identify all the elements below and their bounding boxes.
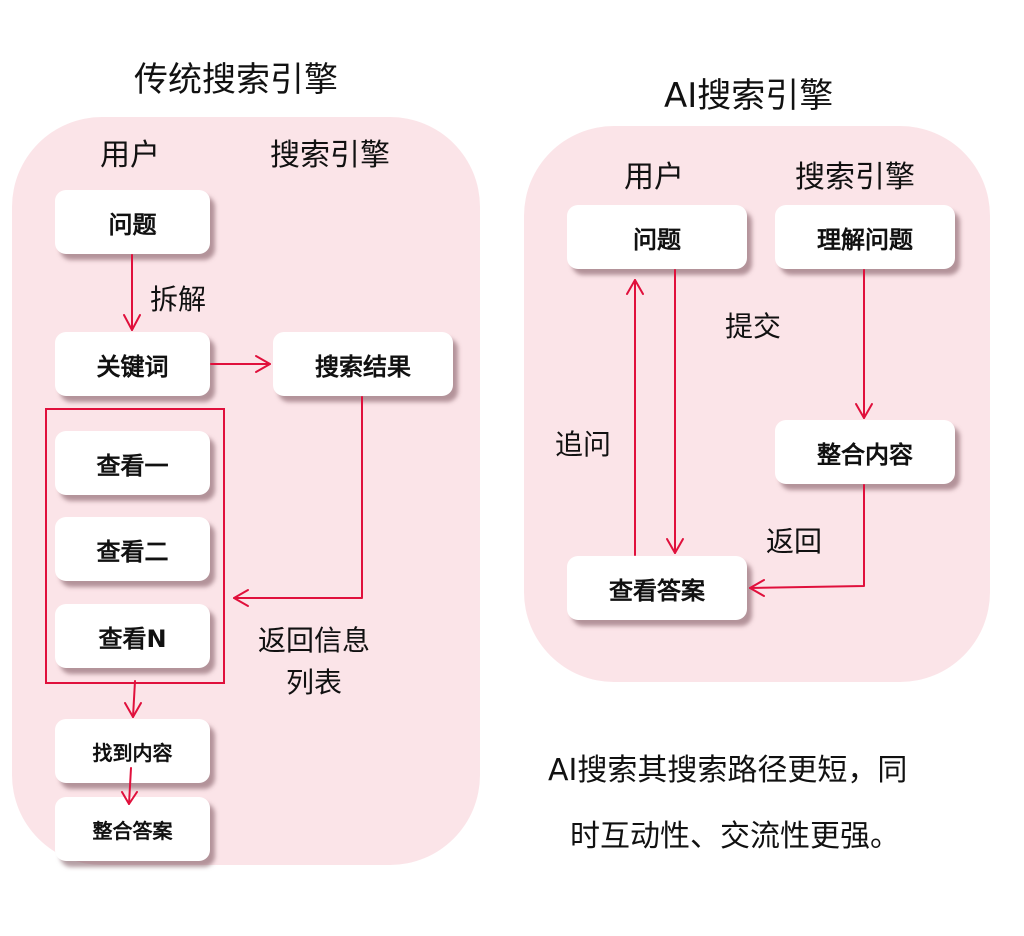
node-view-2: 查看二: [55, 517, 210, 581]
ai-node-question: 问题: [567, 205, 747, 269]
node-view-n: 查看N: [55, 604, 210, 668]
summary-line-1: AI搜索其搜索路径更短，同: [548, 753, 908, 788]
node-find-content: 找到内容: [55, 719, 210, 783]
node-keywords: 关键词: [55, 332, 210, 396]
summary-note: AI搜索其搜索路径更短，同 时互动性、交流性更强。: [548, 738, 907, 870]
traditional-title: 传统搜索引擎: [134, 60, 338, 100]
ai-edge-label-follow-up: 追问: [555, 428, 612, 461]
ai-col-user: 用户: [624, 160, 684, 195]
ai-title: AI搜索引擎: [664, 76, 834, 116]
summary-line-2: 时互动性、交流性更强。: [570, 819, 900, 854]
edge-label-return-list-line2: 列表: [285, 666, 342, 699]
traditional-col-engine: 搜索引擎: [270, 138, 390, 173]
node-combine-answer: 整合答案: [55, 797, 210, 861]
ai-node-view-answer: 查看答案: [567, 556, 747, 620]
node-view-1: 查看一: [55, 431, 210, 495]
node-question: 问题: [55, 190, 210, 254]
edge-label-return-list-line1: 返回信息: [257, 624, 370, 657]
edge-label-decompose: 拆解: [150, 283, 207, 316]
traditional-col-user: 用户: [100, 138, 160, 173]
ai-edge-label-return: 返回: [766, 525, 823, 558]
ai-node-understand-question: 理解问题: [775, 205, 955, 269]
edge-label-return-list: 返回信息 列表: [244, 620, 384, 704]
node-search-results: 搜索结果: [273, 332, 453, 396]
ai-col-engine: 搜索引擎: [795, 160, 915, 195]
ai-edge-label-submit: 提交: [725, 310, 782, 343]
ai-node-integrate-content: 整合内容: [775, 420, 955, 484]
